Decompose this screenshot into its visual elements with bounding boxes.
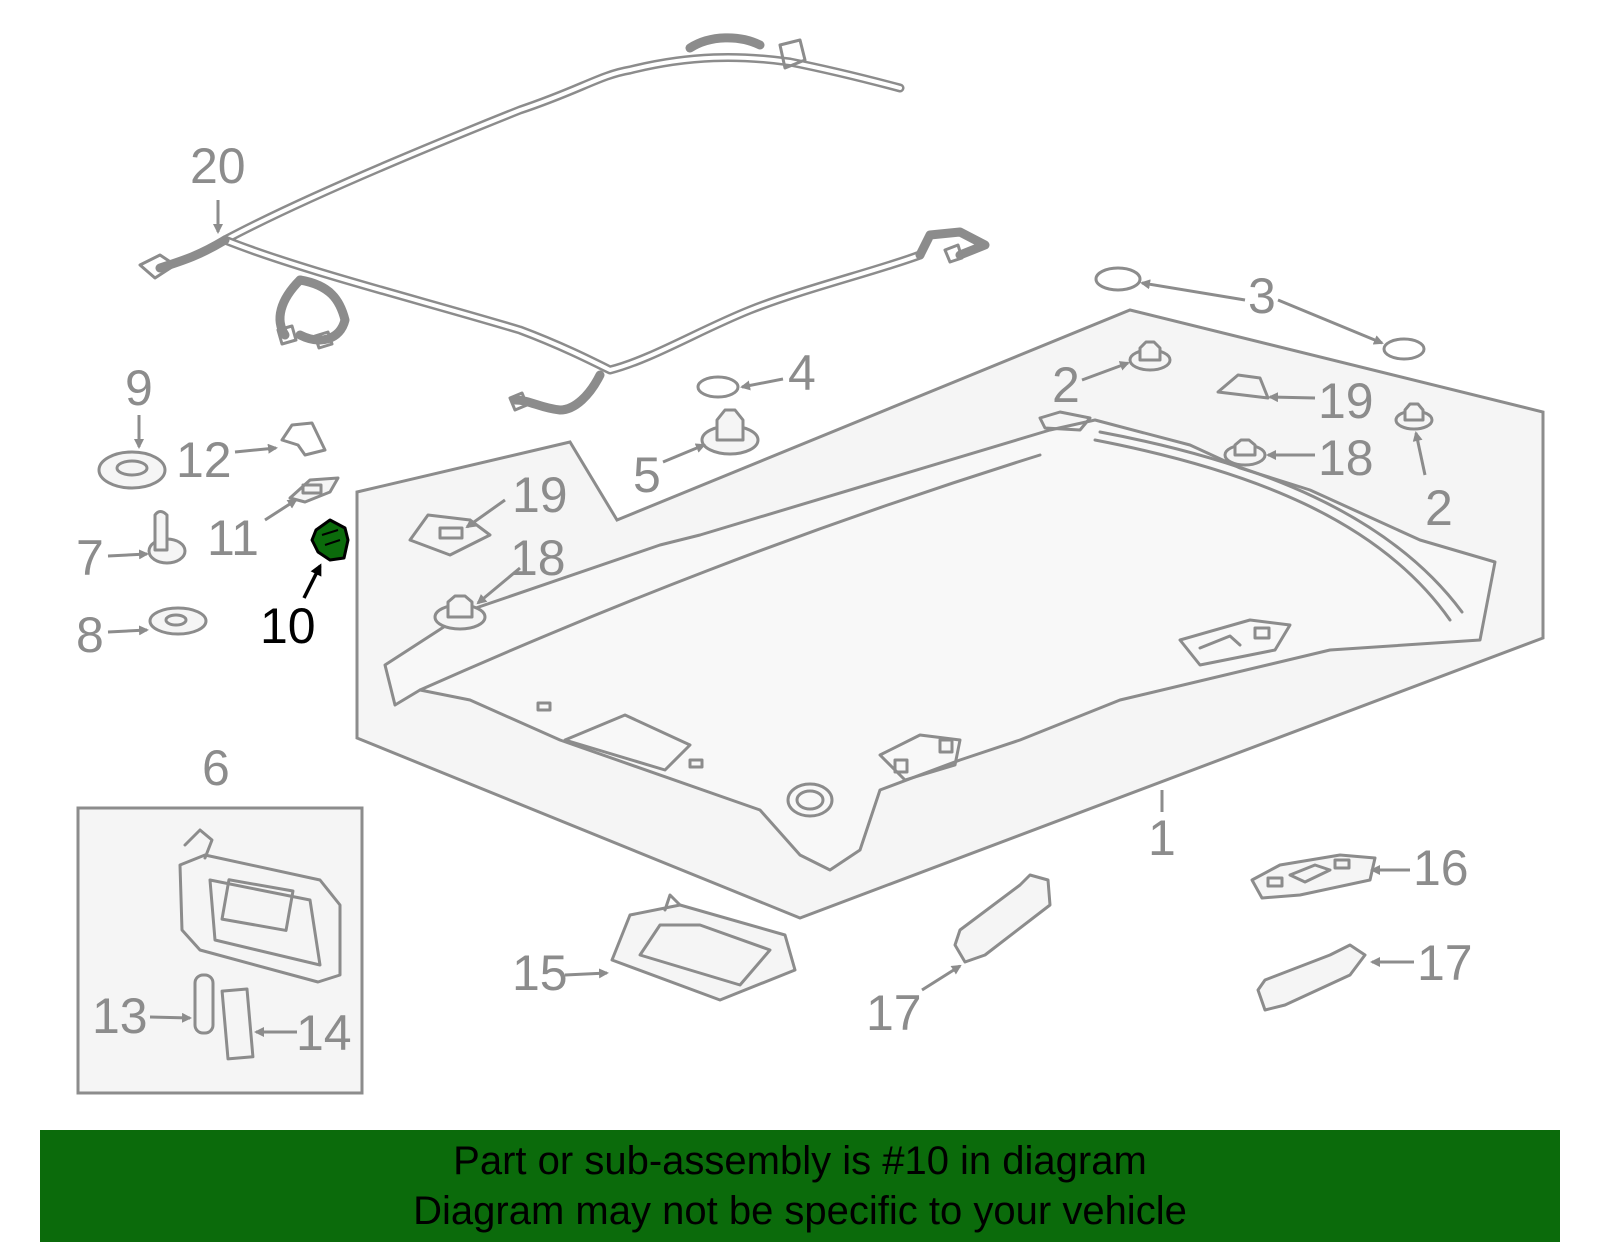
callout-7: 7 — [76, 530, 104, 586]
part-19-pad-detail — [438, 526, 464, 540]
callout-2: 2 — [1425, 480, 1453, 536]
callout-18: 18 — [510, 530, 566, 586]
wiring-harness — [138, 33, 990, 415]
callout-1: 1 — [1148, 810, 1176, 866]
part-4-ring — [696, 375, 740, 399]
part-9-washer — [97, 450, 167, 490]
info-banner: Part or sub-assembly is #10 in diagram D… — [40, 1130, 1560, 1242]
part-18-clip — [1223, 438, 1267, 467]
part-17-grab-handle — [1256, 943, 1367, 1012]
callout-8: 8 — [76, 607, 104, 663]
part-11-pad — [288, 476, 340, 504]
part-15-dome-lamp — [610, 893, 797, 1002]
callout-4: 4 — [788, 345, 816, 401]
banner-line-disclaimer: Diagram may not be specific to your vehi… — [413, 1189, 1187, 1233]
callout-20: 20 — [190, 138, 246, 194]
part-6-sun-visor-group — [76, 806, 364, 1095]
callout-13: 13 — [92, 988, 148, 1044]
callout-9: 9 — [125, 360, 153, 416]
part-2-clip — [1394, 402, 1434, 431]
part-7-screw — [147, 510, 187, 565]
callout-6: 6 — [202, 740, 230, 796]
callout-19: 19 — [1318, 373, 1374, 429]
part-5-clip — [700, 408, 760, 456]
callout-15: 15 — [512, 945, 568, 1001]
callout-11: 11 — [207, 510, 259, 566]
callout-17: 17 — [866, 985, 922, 1041]
part-16-lamp-bezel — [1250, 853, 1377, 900]
callout-10-highlighted: 10 — [260, 598, 316, 654]
part-19-pad — [408, 513, 492, 557]
part-3-grommet — [1382, 337, 1426, 361]
callout-19: 19 — [512, 467, 568, 523]
callout-14: 14 — [296, 1005, 352, 1061]
callout-3: 3 — [1248, 268, 1276, 324]
part-12-clip — [280, 421, 327, 457]
callout-12: 12 — [176, 432, 232, 488]
part-19-pad — [1216, 373, 1270, 400]
part-3-grommet — [1094, 266, 1142, 292]
callout-17: 17 — [1417, 935, 1473, 991]
banner-line-part: Part or sub-assembly is #10 in diagram — [453, 1139, 1147, 1183]
part-18-clip — [433, 594, 487, 631]
part-8-washer — [148, 606, 208, 636]
part-2-clip — [1128, 340, 1172, 372]
callout-16: 16 — [1413, 840, 1469, 896]
part-10-highlighted — [310, 518, 350, 562]
callout-5: 5 — [633, 447, 661, 503]
headliner — [383, 410, 1497, 872]
part-17-grab-handle — [953, 873, 1052, 964]
callout-18: 18 — [1318, 430, 1374, 486]
callout-2: 2 — [1052, 357, 1080, 413]
